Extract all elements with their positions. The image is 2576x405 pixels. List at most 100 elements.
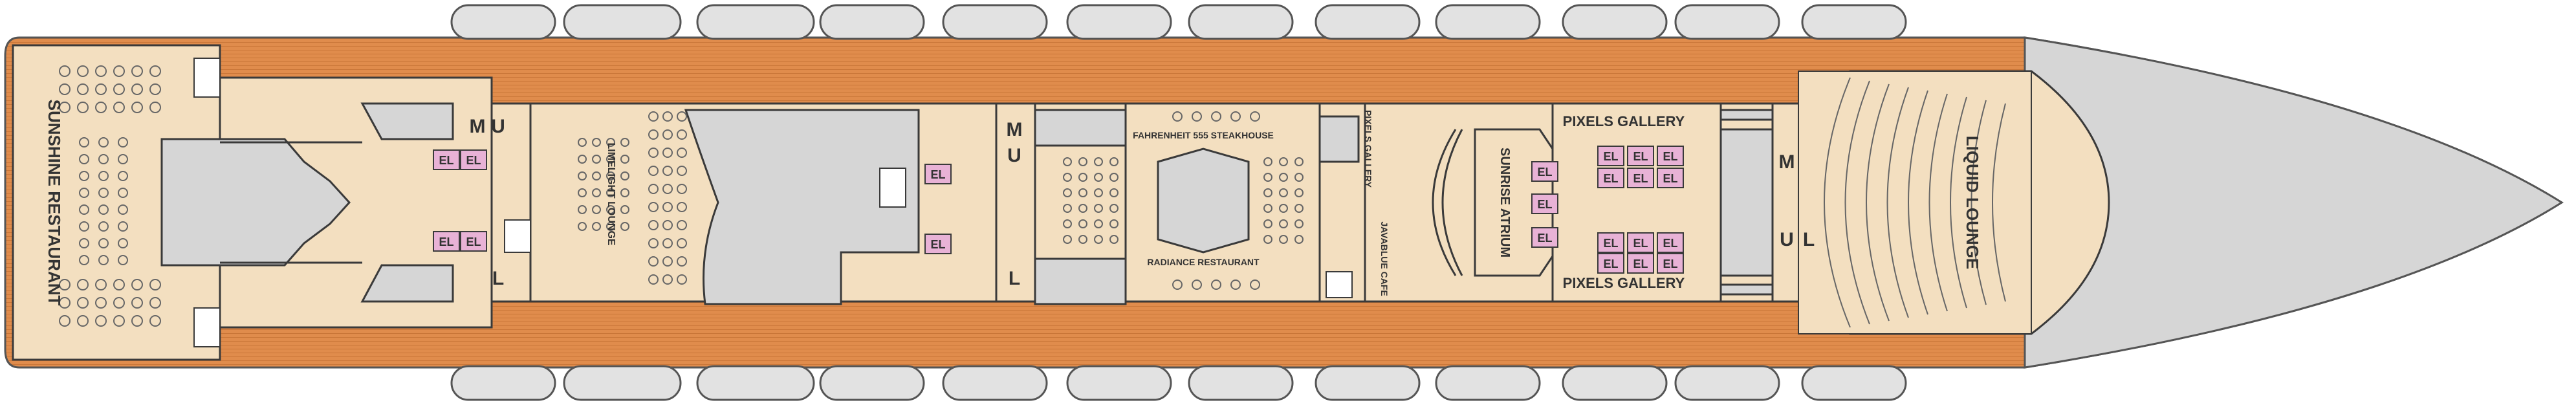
seating-icon [79, 238, 89, 248]
seating-icon [1279, 219, 1288, 228]
seating-icon [662, 274, 673, 285]
seating-icon [1109, 219, 1119, 228]
seating-icon [592, 155, 601, 164]
seating-icon [648, 148, 659, 158]
seating-icon [677, 184, 687, 194]
seating-icon [98, 171, 109, 181]
seating-icon [606, 171, 615, 181]
seating-icon [118, 154, 128, 164]
seating-icon [79, 171, 89, 181]
seating-icon [98, 137, 109, 148]
elevator-icon: EL [1597, 168, 1624, 188]
seating-icon [98, 154, 109, 164]
seating-icon [578, 155, 587, 164]
seating-icon [118, 221, 128, 232]
seating-icon [662, 256, 673, 267]
seating-icon [1294, 157, 1304, 166]
seating-icon [578, 222, 587, 231]
seating-icon [79, 221, 89, 232]
svg-text:EL: EL [1537, 198, 1552, 211]
seating-icon [620, 171, 629, 181]
seating-icon [1063, 173, 1072, 182]
seating-icon [77, 102, 89, 113]
elevator-icon: EL [1597, 253, 1624, 274]
seating-icon [1211, 279, 1221, 290]
venue-limelight-lounge: LIMELIGHT LOUNGE [606, 142, 617, 245]
aft-interior [12, 44, 221, 361]
elevator-icon: EL [1627, 168, 1654, 188]
seating-icon [620, 205, 629, 214]
seating-icon [1263, 173, 1272, 182]
seating-icon [95, 102, 107, 113]
svg-text:EL: EL [1633, 172, 1648, 185]
seating-icon [149, 65, 161, 77]
elevator-icon: EL [433, 149, 460, 170]
seating-icon [662, 129, 673, 140]
seating-icon [606, 188, 615, 197]
lifeboat-icon [1562, 4, 1668, 40]
seating-icon [1263, 157, 1272, 166]
restroom-icon: M [470, 116, 486, 137]
seating-icon [118, 255, 128, 265]
svg-text:EL: EL [1603, 150, 1618, 163]
seating-icon [131, 102, 143, 113]
lifeboat-icon [819, 365, 925, 401]
seating-icon [592, 222, 601, 231]
seating-icon [113, 279, 125, 290]
seating-icon [592, 138, 601, 147]
lifeboat-icon [942, 4, 1048, 40]
seating-icon [113, 102, 125, 113]
elevator-icon: EL [1657, 168, 1684, 188]
seating-icon [578, 205, 587, 214]
seating-icon [1211, 111, 1221, 122]
stairs [193, 58, 1353, 347]
seating-icon [677, 166, 687, 176]
seating-icon [578, 188, 587, 197]
seating-icon [620, 188, 629, 197]
seating-icon [578, 171, 587, 181]
seating-icon [1263, 188, 1272, 197]
seating-icon [113, 297, 125, 309]
seating-icon [1078, 173, 1087, 182]
seating-icon [113, 315, 125, 327]
restroom-icon: L [492, 268, 504, 289]
seating-icon [98, 221, 109, 232]
venue-sunrise-atrium: SUNRISE ATRIUM [1498, 148, 1512, 257]
seating-icon [1250, 111, 1260, 122]
svg-text:EL: EL [1537, 232, 1552, 245]
seating-icon [1078, 157, 1087, 166]
seating-icon [1172, 111, 1183, 122]
lounge-seating-arcs [1824, 77, 2006, 328]
venue-radiance-restaurant: RADIANCE RESTAURANT [1147, 257, 1260, 267]
svg-text:EL: EL [466, 235, 481, 248]
seating-icon [131, 279, 143, 290]
seating-icon [113, 83, 125, 95]
elevator-icon: EL [1597, 146, 1624, 166]
seating-icon [606, 222, 615, 231]
svg-text:EL: EL [466, 154, 481, 167]
svg-text:EL: EL [439, 154, 453, 167]
lifeboat-icon [819, 4, 925, 40]
seating-icon [59, 102, 71, 113]
restrooms: M U L M U L M U L [470, 116, 1815, 289]
bow-deck [2024, 36, 2564, 369]
seating-icon [1094, 204, 1103, 213]
seating-icon [662, 111, 673, 122]
seating-icon [620, 155, 629, 164]
lifeboat-icon [1801, 365, 1907, 401]
seating-icon [1230, 279, 1241, 290]
seating-icon [1063, 188, 1072, 197]
seating-icon [1063, 157, 1072, 166]
lifeboat-icon [696, 4, 815, 40]
elevator-icon: EL [1531, 193, 1558, 214]
seating-icon [620, 138, 629, 147]
seating-icon [648, 129, 659, 140]
lifeboats [450, 4, 1907, 401]
seating-icon [648, 202, 659, 212]
svg-text:EL: EL [1633, 257, 1648, 270]
seating-icon [1109, 188, 1119, 197]
seating-icon [95, 83, 107, 95]
seating-icon [131, 65, 143, 77]
seating-icon [1094, 219, 1103, 228]
